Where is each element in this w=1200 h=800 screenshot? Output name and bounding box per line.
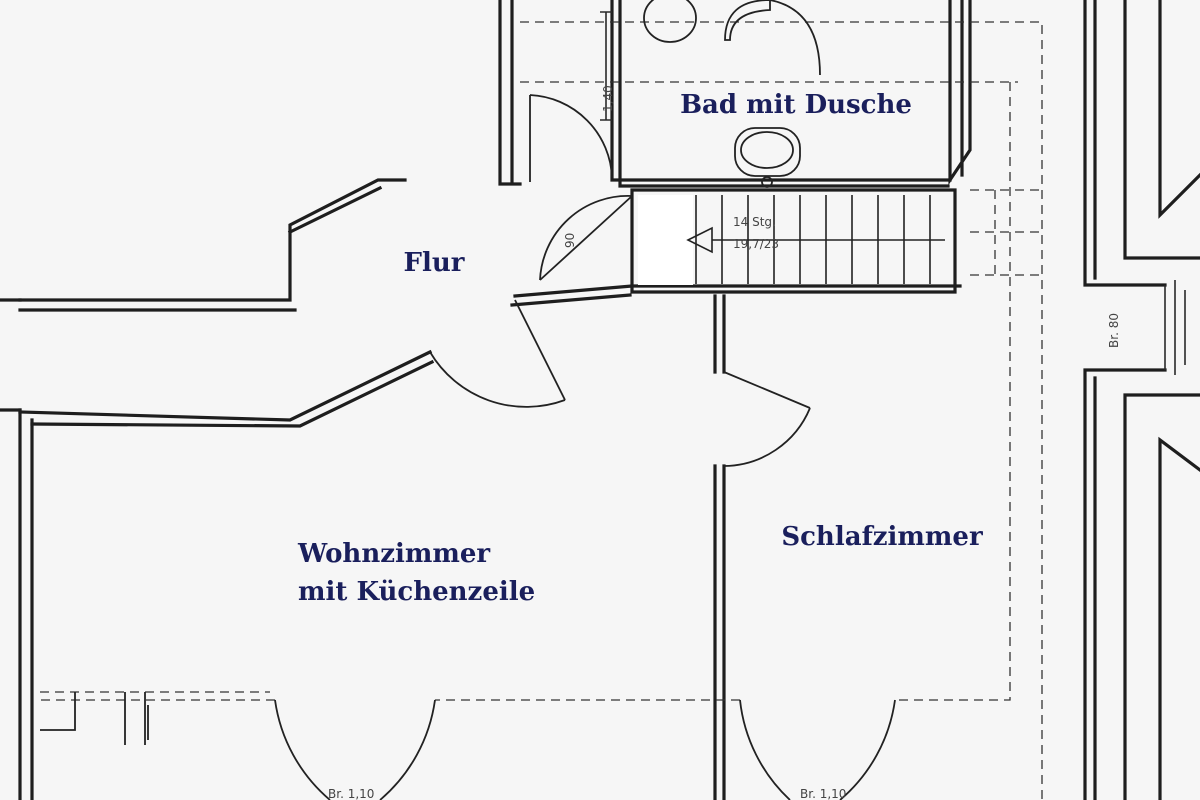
bathroom-fixtures [600,0,821,188]
room-label-living-line1: Wohnzimmer [297,539,490,569]
staircase [638,195,945,285]
dimension-window-left: Br. 1,10 [328,787,374,800]
dimension-bath-height: 1,40 [601,85,615,112]
room-label-bath: Bad mit Dusche [680,90,912,120]
dimension-door-width: 90 [563,233,577,248]
doors [40,94,896,800]
dimension-stairs-count: 14 Stg. [733,215,776,229]
dimension-window-right: Br. 1,10 [800,787,846,800]
room-label-bedroom: Schlafzimmer [781,522,983,552]
room-label-hall: Flur [404,248,465,278]
room-label-living-line2: mit Küchenzeile [298,577,535,607]
dimension-stairs-ratio: 19,7/23 [733,237,779,251]
dimension-corridor-width: Br. 80 [1107,313,1121,348]
dashed-outlines [40,21,1043,800]
